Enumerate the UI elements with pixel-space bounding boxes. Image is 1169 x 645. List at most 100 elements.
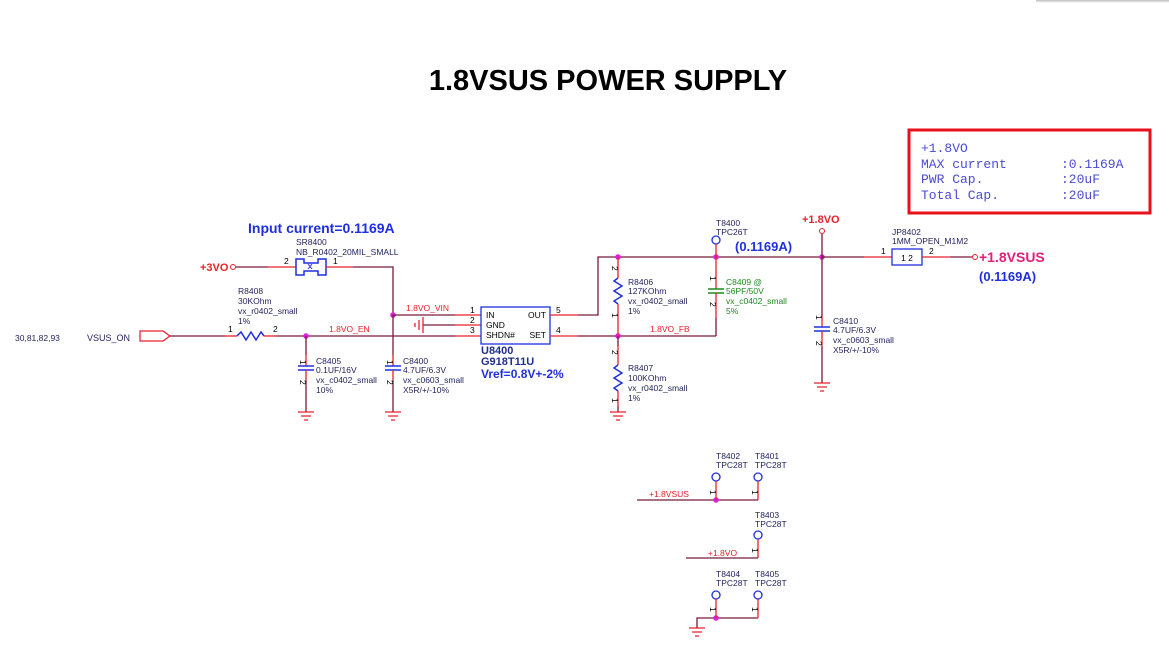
resistor-icon (236, 330, 265, 342)
component-footprint: vx_r0402_small (628, 296, 688, 306)
sr8400[interactable]: +3VO 2 1 SR8400 NB_R0402_20MIL_SMALL (200, 237, 399, 315)
svg-text:2: 2 (814, 341, 824, 346)
svg-text:1: 1 (470, 305, 475, 315)
ground-icon (385, 411, 401, 421)
component-value: NB_R0402_20MIL_SMALL (296, 247, 399, 257)
vref-annotation: Vref=0.8V+-2% (481, 367, 564, 381)
component-tolerance: 10% (316, 385, 333, 395)
t8405[interactable]: 1 T8405 TPC28T (750, 569, 787, 618)
component-tolerance: X5R/+/-10% (833, 345, 880, 355)
info-box-rail: +1.8VO (921, 141, 968, 156)
svg-text:2: 2 (273, 324, 278, 334)
ground-icon (814, 382, 830, 392)
page-title: 1.8VSUS POWER SUPPLY (429, 65, 787, 97)
component-value: 56PF/50V (726, 286, 764, 296)
component-ref: T8401 (755, 451, 779, 461)
component-part: G918T11U (481, 356, 534, 368)
t8401[interactable]: 1 T8401 TPC28T (750, 451, 787, 500)
net-label-bottom-vsus: +1.8VSUS (649, 489, 689, 499)
c8409[interactable]: 1 2 C8409 @ 56PF/50V vx_c0402_small 5% (708, 257, 787, 336)
svg-text:1: 1 (610, 398, 620, 403)
component-value: 4.7UF/6.3V (403, 365, 446, 375)
net-label-bottom-vo: +1.8VO (708, 548, 737, 558)
info-box-label: Total Cap. (921, 188, 999, 203)
svg-text:GND: GND (486, 320, 505, 330)
output-current-rail-annotation: (0.1169A) (979, 269, 1036, 284)
r8406[interactable]: 2 1 R8406 127KOhm vx_r0402_small 1% (610, 257, 688, 336)
rail-18vo-label: +1.8VO (802, 214, 840, 226)
tp-group-gnd: 1 T8404 TPC28T 1 T8405 TPC28T (689, 569, 787, 637)
svg-text:1: 1 (333, 256, 338, 266)
info-box: +1.8VO MAX current :0.1169A PWR Cap. :20… (907, 128, 1152, 215)
test-point-icon (753, 530, 763, 540)
component-ref: JP8402 (892, 227, 921, 237)
component-value: TPC28T (755, 578, 787, 588)
jp8402[interactable]: 1 1 2 2 JP8402 1MM_OPEN_M1M2 (822, 227, 972, 266)
c8400[interactable]: 1 2 C8400 4.7UF/6.3V vx_c0603_small X5R/… (385, 315, 464, 421)
svg-text:1: 1 (708, 276, 718, 281)
component-ref: R8408 (238, 286, 263, 296)
svg-text:2: 2 (470, 315, 475, 325)
component-ref: U8400 (481, 345, 513, 357)
component-footprint: vx_r0402_small (628, 383, 688, 393)
test-point-icon (711, 235, 721, 245)
component-ref: R8407 (628, 363, 653, 373)
c8405[interactable]: 1 2 C8405 0.1UF/16V vx_c0402_small 10% (298, 336, 377, 421)
svg-text:1: 1 (881, 246, 886, 256)
component-ref: T8402 (716, 451, 740, 461)
svg-text:1: 1 (708, 490, 718, 495)
info-box-value: :20uF (1061, 172, 1100, 187)
svg-text:3: 3 (470, 325, 475, 335)
component-value: TPC28T (755, 460, 787, 470)
r8408[interactable]: 1 2 R8408 30KOhm vx_r0402_small 1% (225, 286, 298, 342)
component-ref: T8404 (716, 569, 740, 579)
input-current-annotation: Input current=0.1169A (248, 220, 395, 236)
u8400[interactable]: 1 2 3 IN GND SHDN# OUT SET 5 4 U8400 G91… (455, 305, 578, 368)
offpage-connector-icon[interactable] (139, 330, 172, 342)
svg-text:2: 2 (929, 246, 934, 256)
test-point-icon (753, 472, 763, 482)
component-footprint: vx_r0402_small (238, 306, 298, 316)
t8404[interactable]: 1 T8404 TPC28T (708, 569, 748, 618)
info-box-label: PWR Cap. (921, 172, 983, 187)
component-ref: T8403 (755, 510, 779, 520)
component-value: 1MM_OPEN_M1M2 (892, 236, 968, 246)
rail-18vo-port-icon (819, 228, 825, 234)
rail-18vsus-port-icon (972, 254, 978, 260)
c8410[interactable]: 1 2 C8410 4.7UF/6.3V vx_c0603_small X5R/… (814, 257, 894, 392)
svg-text:2: 2 (708, 302, 718, 307)
component-footprint: vx_c0402_small (316, 375, 377, 385)
t8403[interactable]: 1 T8403 TPC28T (750, 510, 787, 558)
component-ref: C8410 (833, 316, 858, 326)
component-value: 100KOhm (628, 373, 666, 383)
rail-18vsus-label: +1.8VSUS (979, 249, 1045, 265)
shorting-pad-icon (295, 258, 327, 276)
svg-text:1: 1 (750, 490, 760, 495)
component-value: 0.1UF/16V (316, 365, 357, 375)
svg-text:2: 2 (610, 266, 620, 271)
info-box-value: :0.1169A (1061, 157, 1124, 172)
r8407[interactable]: 2 1 R8407 100KOhm vx_r0402_small 1% (610, 336, 688, 421)
t8400[interactable]: T8400 TPC26T (711, 218, 748, 257)
net-label-vin: 1.8VO_VIN (406, 303, 449, 313)
offpage-name: VSUS_ON (87, 333, 130, 343)
component-tolerance: X5R/+/-10% (403, 385, 450, 395)
svg-text:1 2: 1 2 (901, 253, 913, 263)
component-ref: C8400 (403, 356, 428, 366)
t8402[interactable]: 1 T8402 TPC28T (708, 451, 748, 500)
net-label-fb: 1.8VO_FB (650, 324, 690, 334)
component-ref: C8405 (316, 356, 341, 366)
component-footprint: vx_c0603_small (833, 335, 894, 345)
rail-3vo-label: +3VO (200, 262, 229, 274)
component-tolerance: 1% (628, 393, 641, 403)
info-box-value: :20uF (1061, 188, 1100, 203)
resistor-icon (612, 364, 624, 392)
ground-icon (414, 317, 424, 333)
test-point-icon (753, 590, 763, 600)
component-tolerance: 1% (238, 316, 251, 326)
offpage-refs: 30,81,82,93 (15, 333, 60, 343)
svg-text:1: 1 (385, 360, 395, 365)
net-label-en: 1.8VO_EN (329, 324, 370, 334)
svg-text:2: 2 (610, 350, 620, 355)
